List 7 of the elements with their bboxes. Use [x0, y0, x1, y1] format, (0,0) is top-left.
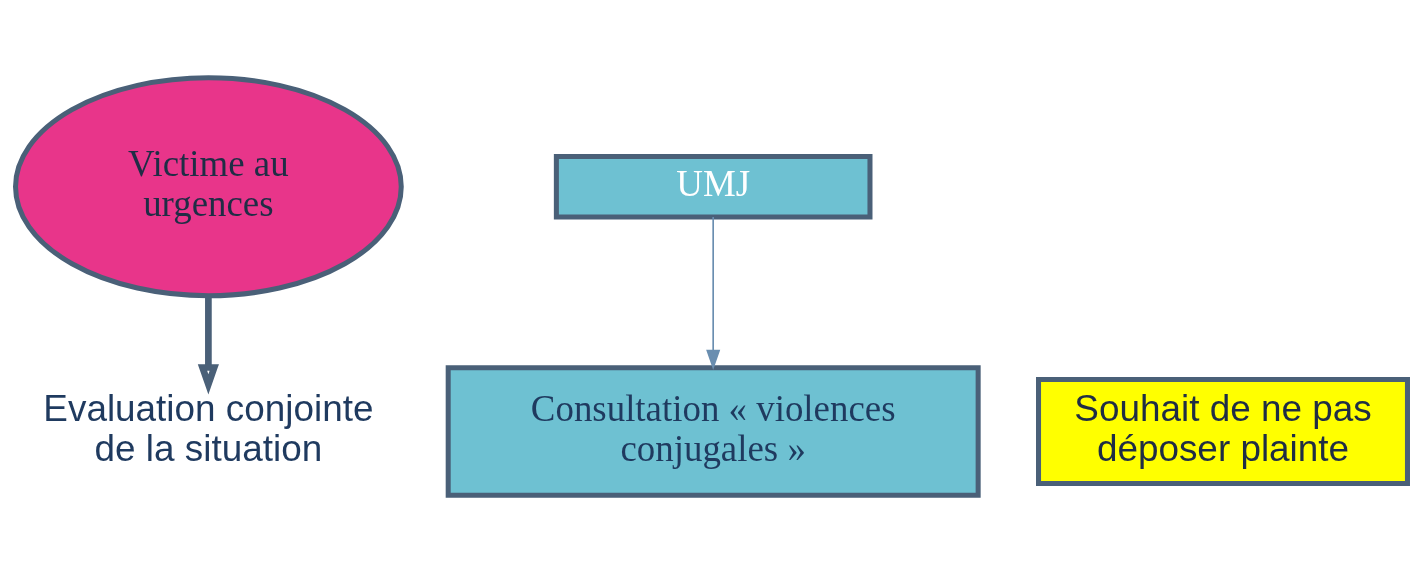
node-text: Evaluation conjointe de la situation [43, 387, 374, 470]
arrow [197, 296, 219, 395]
arrow [706, 216, 721, 370]
node-ellipse: Victime au urgences [13, 75, 404, 299]
node-box: UMJ [553, 154, 873, 220]
node-box: Souhait de ne pas déposer plainte [1036, 377, 1410, 487]
node-box: Consultation « violences conjugales » [445, 365, 981, 498]
